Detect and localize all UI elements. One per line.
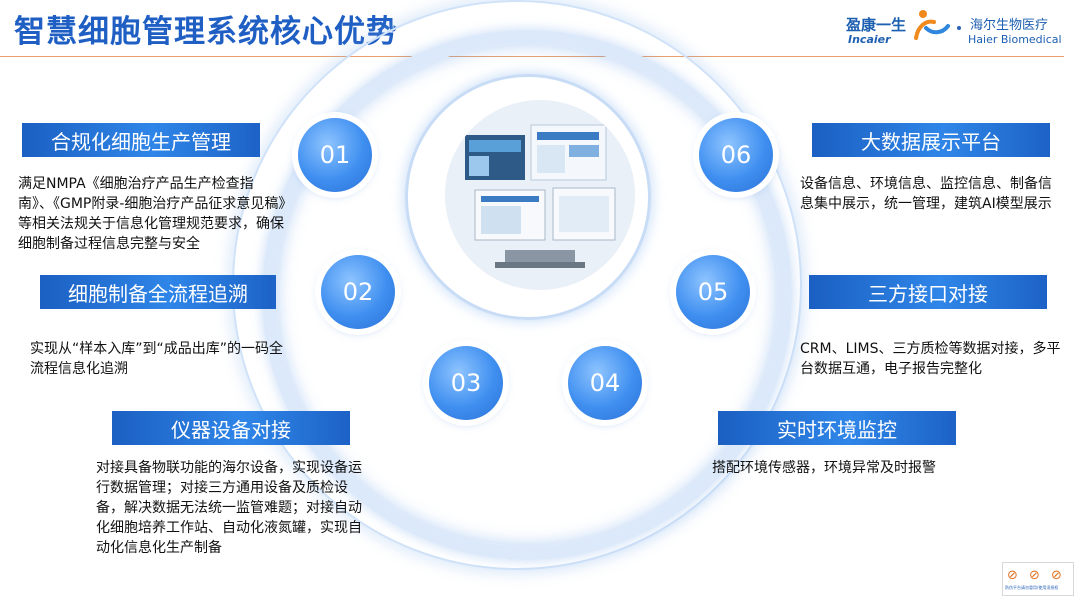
step-03-circle: 03 (429, 346, 503, 420)
incaier-logo-cn: 盈康一生 (846, 14, 906, 35)
footer-badge-text: 防伪平台请勿冒用/使用须授权 (1005, 585, 1058, 591)
incaier-logo-en: Incaier (848, 33, 891, 46)
feature-06-desc: 设备信息、环境信息、监控信息、制备信息集中展示，统一管理，建筑AI模型展示 (800, 174, 1062, 214)
page-title: 智慧细胞管理系统核心优势 (14, 6, 398, 51)
step-02-circle: 02 (321, 255, 395, 329)
feature-01-label: 合规化细胞生产管理 (22, 123, 260, 157)
no-share-icon: ⊘ (1051, 568, 1062, 583)
feature-02-desc: 实现从“样本入库”到“成品出库”的一码全流程信息化追溯 (30, 339, 285, 379)
step-01-circle: 01 (298, 118, 372, 192)
feature-03-desc: 对接具备物联功能的海尔设备，实现设备运行数据管理；对接三方通用设备及质检设备，解… (96, 458, 366, 558)
feature-04-label: 实时环境监控 (718, 411, 956, 445)
haier-logo: 海尔生物医疗 Haier Biomedical (968, 8, 1068, 48)
no-record-icon: ⊘ (1029, 568, 1040, 583)
feature-01-desc: 满足NMPA《细胞治疗产品生产检查指南》、《GMP附录-细胞治疗产品征求意见稿》… (18, 174, 288, 254)
center-dashboard-image (445, 100, 635, 290)
incaier-mark-icon (912, 8, 952, 48)
step-06-circle: 06 (699, 118, 773, 192)
feature-04-desc: 搭配环境传感器，环境异常及时报警 (712, 458, 1012, 478)
haier-logo-en: Haier Biomedical (968, 33, 1062, 46)
footer-badge: ⊘ ⊘ ⊘ 防伪平台请勿冒用/使用须授权 (1002, 562, 1074, 596)
feature-05-label: 三方接口对接 (809, 275, 1047, 309)
feature-02-label: 细胞制备全流程追溯 (40, 275, 276, 309)
logo-separator (957, 26, 961, 30)
no-photo-icon: ⊘ (1007, 568, 1018, 583)
feature-06-label: 大数据展示平台 (812, 123, 1050, 157)
feature-05-desc: CRM、LIMS、三方质检等数据对接，多平台数据互通，电子报告完整化 (800, 339, 1062, 379)
incaier-logo: 盈康一生 Incaier (846, 8, 956, 48)
step-04-circle: 04 (568, 346, 642, 420)
haier-logo-cn: 海尔生物医疗 (970, 14, 1048, 33)
feature-03-label: 仪器设备对接 (112, 411, 350, 445)
step-05-circle: 05 (676, 255, 750, 329)
